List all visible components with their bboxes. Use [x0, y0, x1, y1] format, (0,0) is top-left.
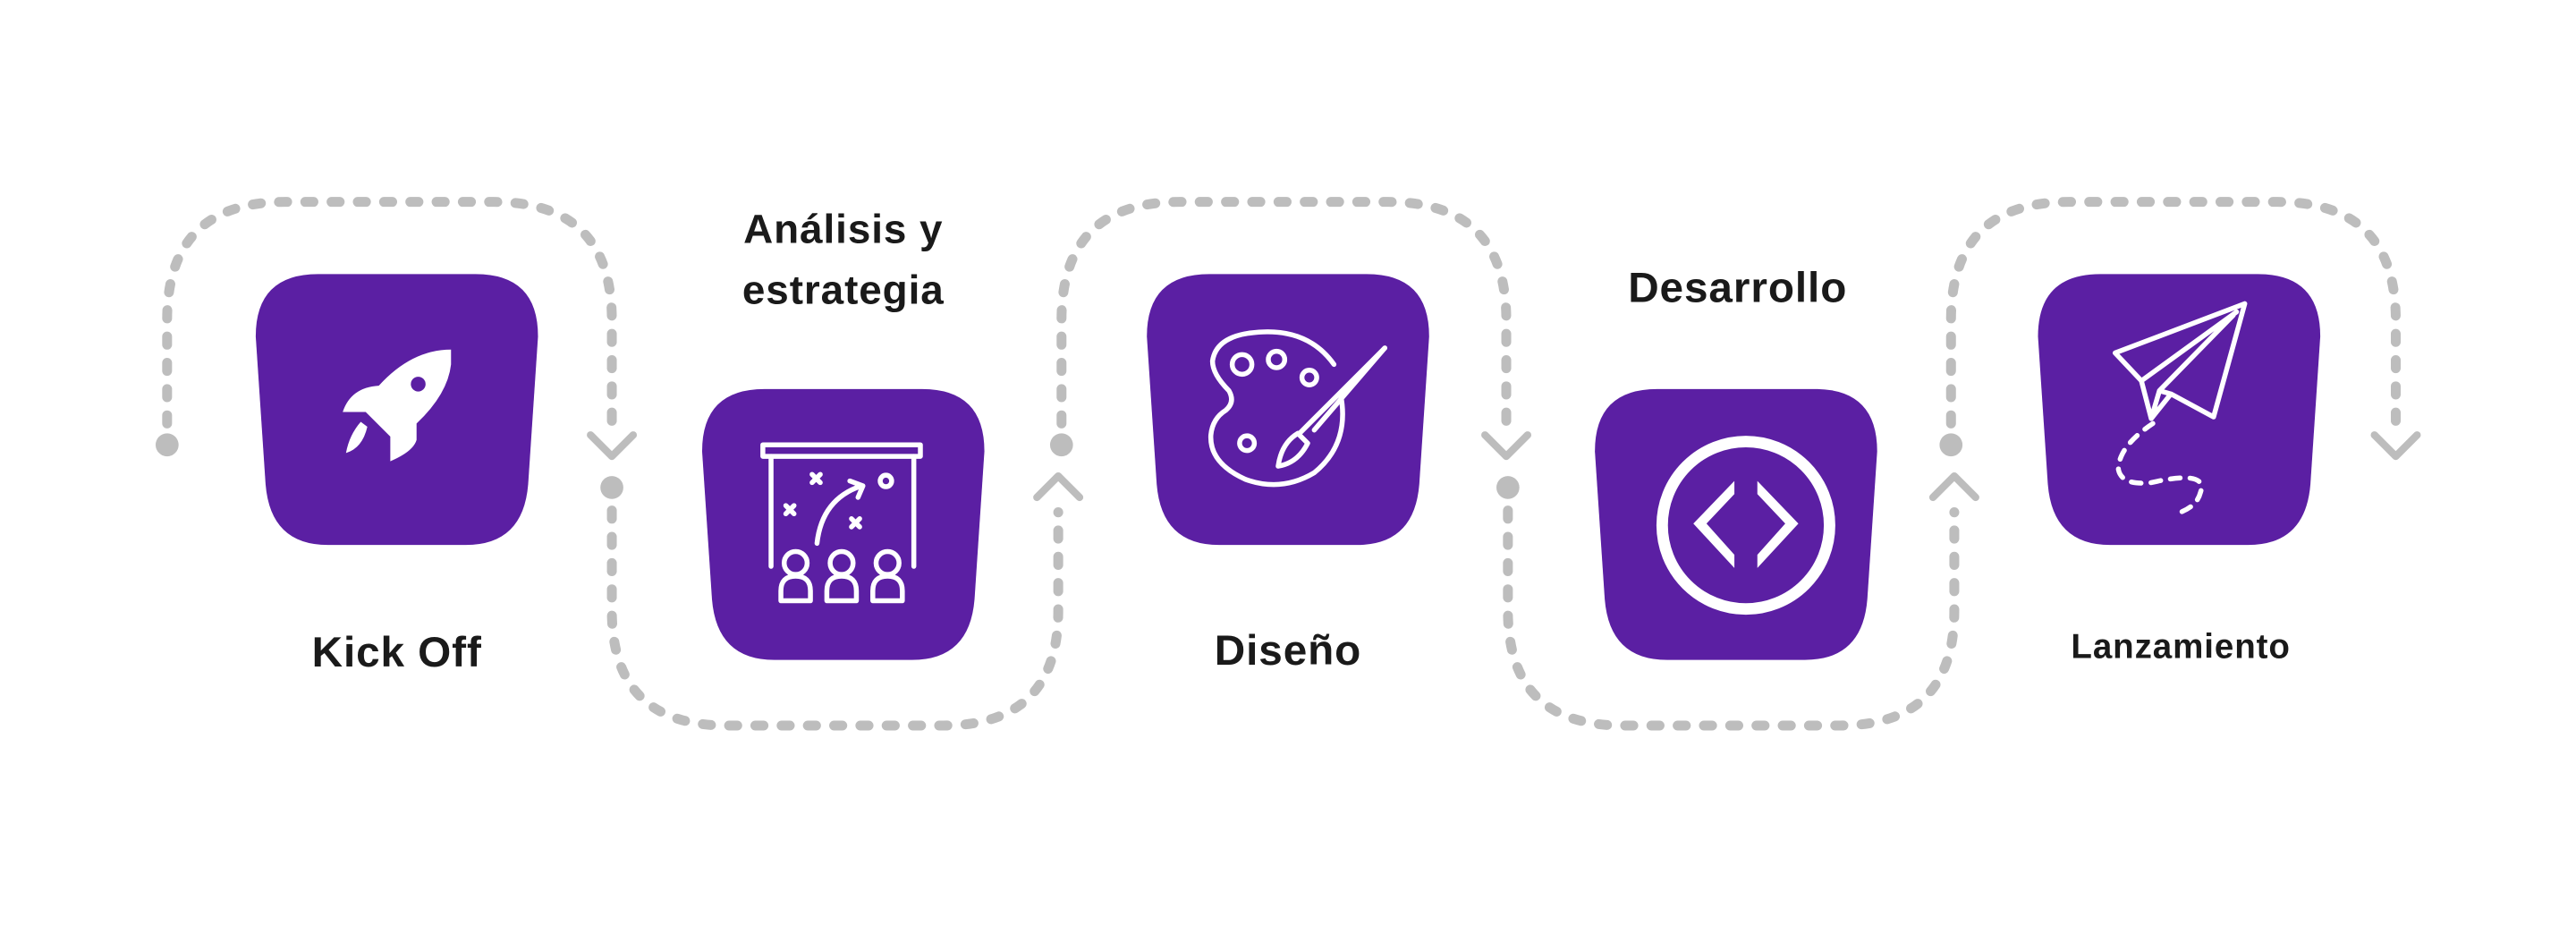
cards	[255, 274, 2321, 660]
step-label-kick-off: Kick Off	[312, 629, 482, 676]
chevron-up-icon	[1033, 471, 1084, 502]
connectors	[155, 197, 2421, 731]
step-card-analisis-estrategia	[701, 388, 985, 660]
palette-icon	[1208, 329, 1388, 488]
chevron-down-icon	[1481, 431, 1532, 461]
connector-start-dot	[1049, 433, 1073, 457]
step-card-lanzamiento	[2038, 274, 2321, 546]
strategy-board-icon	[760, 442, 923, 604]
connector-start-dot	[155, 433, 179, 457]
chevron-down-icon	[2370, 431, 2421, 461]
step-label-analisis-line2: estrategia	[742, 266, 945, 312]
connector-start-dot	[1939, 433, 1963, 457]
rocket-icon	[343, 349, 452, 462]
connector-start-dot	[600, 476, 623, 499]
step-card-desarrollo	[1595, 388, 1877, 660]
connector-start-dot	[1496, 476, 1520, 499]
step-label-analisis-line1: Análisis y	[743, 206, 943, 252]
dashed-connector-top	[1945, 197, 2401, 429]
dashed-connector-bottom	[1503, 505, 1960, 731]
dashed-connector-top	[1056, 197, 1512, 429]
dashed-connector-bottom	[606, 505, 1063, 731]
paper-plane-icon	[2112, 301, 2248, 515]
step-card-diseno	[1147, 274, 1429, 546]
step-label-lanzamiento: Lanzamiento	[2071, 628, 2291, 667]
chevron-up-icon	[1928, 471, 1979, 502]
chevron-down-icon	[587, 431, 638, 461]
step-label-desarrollo: Desarrollo	[1628, 265, 1847, 312]
dashed-connector-top	[162, 197, 617, 429]
step-label-diseno: Diseño	[1215, 627, 1362, 675]
code-icon	[1656, 436, 1835, 616]
